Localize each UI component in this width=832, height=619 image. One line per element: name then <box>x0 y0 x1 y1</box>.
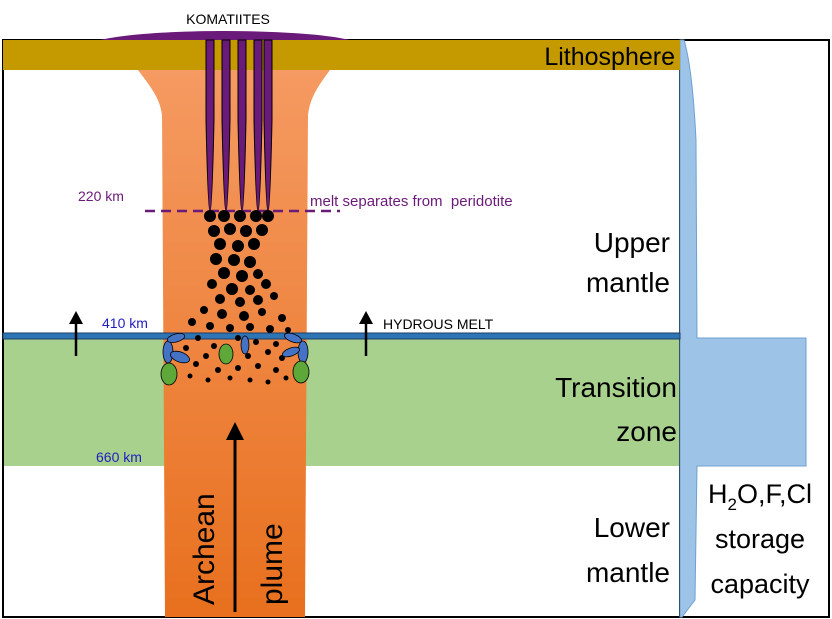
melt-droplet <box>247 377 253 383</box>
green-crystal <box>218 343 234 365</box>
storage-label-3: capacity <box>710 569 810 599</box>
up-arrow-left <box>69 311 83 356</box>
lithosphere-label: Lithosphere <box>544 43 675 71</box>
melt-droplet <box>256 224 268 236</box>
lower-mantle-label-1: Lower <box>594 512 670 543</box>
melt-droplet <box>210 253 222 265</box>
melt-droplet <box>203 353 209 359</box>
plume-arrow <box>226 422 244 612</box>
melt-droplet <box>262 210 274 222</box>
transition-zone-band <box>3 338 680 466</box>
blue-crystal <box>166 333 186 343</box>
melt-droplet <box>248 238 260 250</box>
plume-shape <box>138 70 330 617</box>
storage-capacity-curve <box>679 39 807 618</box>
melt-droplet <box>224 223 236 235</box>
lower-mantle-label-2: mantle <box>586 557 670 588</box>
melt-droplet <box>200 306 208 314</box>
melt-droplet <box>283 375 289 381</box>
melt-droplet <box>193 361 199 367</box>
melt-droplet <box>187 373 193 379</box>
lithosphere-band <box>3 40 680 70</box>
melt-droplet <box>273 341 279 347</box>
green-crystal <box>292 360 310 384</box>
boundary-410km <box>2 332 681 340</box>
up-arrow-right <box>359 311 373 356</box>
komatiite-flow <box>100 31 350 40</box>
melt-droplet <box>253 295 263 305</box>
melt-droplet <box>244 256 256 268</box>
storage-label-2: storage <box>715 524 805 554</box>
crystals <box>160 332 310 386</box>
plume-label-archean: Archean <box>188 493 221 605</box>
komatiites-label: KOMATIITES <box>186 11 270 27</box>
blue-crystal <box>170 350 190 364</box>
melt-droplet <box>239 311 249 321</box>
melt-droplet <box>258 308 266 316</box>
melt-droplet <box>214 238 226 250</box>
melt-droplet <box>227 375 233 381</box>
hydrous-melt-label: HYDROUS MELT <box>383 316 494 332</box>
melt-droplet <box>246 323 254 331</box>
melt-droplet <box>278 314 286 322</box>
transition-zone-label-1: Transition <box>555 372 677 403</box>
melt-droplet <box>232 240 244 252</box>
melt-droplet <box>215 294 225 304</box>
melt-droplet <box>261 279 271 289</box>
blue-crystal <box>297 340 309 364</box>
melt-droplet <box>195 335 201 341</box>
melt-droplet <box>206 322 214 330</box>
melt-droplet <box>235 335 241 341</box>
melt-droplet <box>226 324 234 332</box>
melt-droplet <box>255 363 261 369</box>
melt-droplet <box>228 254 240 266</box>
melt-droplet <box>245 285 255 295</box>
melt-droplet <box>215 367 221 373</box>
storage-formula: H2O,F,Cl <box>708 479 812 514</box>
melt-droplet <box>205 377 211 383</box>
melt-droplet <box>270 292 278 300</box>
melt-separates-label: melt separates from peridotite <box>310 193 513 210</box>
melt-droplet <box>183 345 189 351</box>
melt-droplet <box>217 309 227 319</box>
melt-droplet <box>266 325 274 333</box>
plume-label-plume: plume <box>256 523 289 605</box>
melt-droplet <box>273 367 279 373</box>
melt-droplets <box>183 210 291 385</box>
melt-droplet <box>218 210 230 222</box>
melt-droplet <box>235 297 245 307</box>
melt-droplet <box>204 210 216 222</box>
green-crystal <box>160 362 178 386</box>
melt-droplet <box>188 318 196 326</box>
transition-zone-label-2: zone <box>616 416 677 447</box>
melt-droplet <box>234 210 246 222</box>
melt-droplet <box>285 327 291 333</box>
melt-droplet <box>226 283 238 295</box>
melt-droplet <box>265 349 271 355</box>
depth-660-label: 660 km <box>96 449 142 465</box>
depth-410-label: 410 km <box>102 315 148 331</box>
melt-droplet <box>207 279 217 289</box>
komatiite-dykes <box>205 39 273 213</box>
melt-droplet <box>245 353 251 359</box>
melt-droplet <box>211 343 217 349</box>
melt-droplet <box>265 379 271 385</box>
melt-droplet <box>235 365 241 371</box>
melt-droplet <box>253 269 263 279</box>
melt-droplet <box>250 210 262 222</box>
upper-mantle-label-1: Upper <box>594 227 670 258</box>
melt-droplet <box>240 225 252 237</box>
melt-droplet <box>236 270 248 282</box>
depth-220-label: 220 km <box>78 188 124 204</box>
upper-mantle-label-2: mantle <box>586 267 670 298</box>
blue-crystal <box>240 335 250 355</box>
melt-droplet <box>218 267 230 279</box>
blue-crystal <box>282 346 300 358</box>
melt-droplet <box>208 225 220 237</box>
melt-droplet <box>253 339 259 345</box>
